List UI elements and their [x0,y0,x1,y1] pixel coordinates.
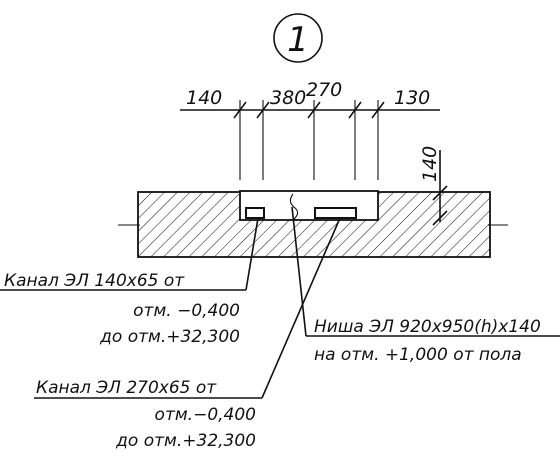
callout-2-line-2: на отм. +1,000 от пола [314,345,522,365]
callout-3-line-3: до отм.+32,300 [115,431,256,451]
top-dimension-chain: 140 380 270 130 [180,79,440,180]
detail-marker-circle [273,13,323,63]
dimension-380: 380 [270,87,306,109]
dimension-270: 270 [306,79,342,101]
wall-section [118,190,508,258]
callout-niche: Ниша ЭЛ 920x950(h)x140 на отм. +1,000 от… [314,317,541,365]
dimension-130: 130 [394,87,430,109]
dimension-tick [348,101,362,119]
dimension-tick [256,101,270,119]
callout-3-line-2: отм.−0,400 [155,405,256,425]
callout-1-line-1: Канал ЭЛ 140x65 от [4,271,185,291]
dimension-140: 140 [186,87,222,109]
callout-1-line-3: до отм.+32,300 [99,327,240,347]
detail-marker: 1 [273,13,323,63]
callout-channel-270: Канал ЭЛ 270x65 от отм.−0,400 до отм.+32… [36,378,256,451]
leader-niche [291,206,307,337]
channel-270x65 [314,207,357,219]
callout-2-line-1: Ниша ЭЛ 920x950(h)x140 [314,317,541,337]
dimension-tick [307,101,321,119]
callout-3-line-1: Канал ЭЛ 270x65 от [36,378,217,398]
callout-channel-140: Канал ЭЛ 140x65 от отм. −0,400 до отм.+3… [4,271,240,347]
leaders [0,206,560,399]
detail-marker-number: 1 [287,20,309,60]
leader-channel-270 [261,217,341,399]
dimension-tick [233,101,247,119]
leader-channel-140 [245,217,259,291]
dimension-140-vertical: 140 [419,146,441,182]
channel-140x65 [245,207,265,219]
callout-1-line-2: отм. −0,400 [133,301,240,321]
dimension-tick [371,101,385,119]
niche-break [289,193,299,221]
